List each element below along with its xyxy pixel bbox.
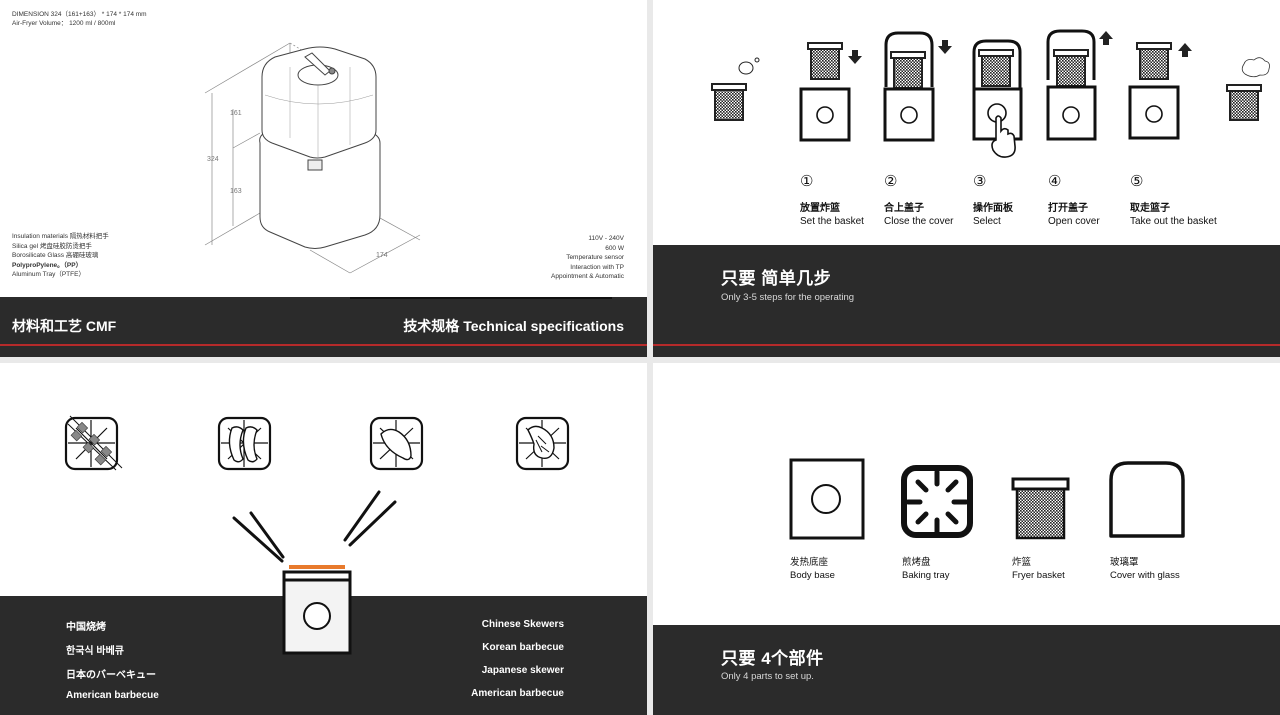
chicken-icon: [738, 57, 760, 75]
bbq-label-en-2: Korean barbecue: [482, 642, 564, 653]
parts-title: 只要 4个部件: [721, 649, 824, 668]
material-item: Borosilicate Glass 高硼硅玻璃: [12, 252, 99, 259]
volume-text: Air-Fryer Volume： 1200 ml / 800ml: [12, 20, 116, 27]
center-fryer-icon: [282, 565, 352, 655]
panel-cmf-specs: DIMENSION 324（161+163） * 174 * 174 mm Ai…: [0, 0, 647, 357]
svg-text:163: 163: [230, 188, 242, 195]
bbq-label-us: American barbecue: [66, 690, 159, 701]
spec-item: Appointment & Automatic: [551, 273, 624, 280]
steps-band: 只要 简单几步 Only 3-5 steps for the operating: [653, 245, 1280, 357]
chinese-skewers-icon: [64, 415, 123, 471]
basket-icon: [1226, 84, 1262, 121]
bbq-label-en-4: American barbecue: [471, 688, 564, 699]
spec-item: Temperature sensor: [566, 254, 624, 261]
step4-illustration: [1046, 29, 1113, 141]
svg-text:174: 174: [376, 252, 388, 259]
pointer-hand-icon: [991, 115, 1016, 158]
bbq-label-jp: 日本のバーベキュー: [66, 670, 156, 681]
bbq-illustration: [64, 415, 570, 563]
fryer-basket-icon: [1011, 477, 1070, 540]
parts-illustration: [789, 458, 1185, 540]
parts-subtitle: Only 4 parts to set up.: [721, 671, 814, 682]
material-item: Aluminum Tray（PTFE）: [12, 271, 85, 278]
bbq-label-cn: 中国烧烤: [66, 622, 106, 633]
steam-icon: [1241, 57, 1270, 78]
svg-text:324: 324: [207, 156, 219, 163]
dimension-text: DIMENSION 324（161+163） * 174 * 174 mm: [12, 11, 147, 18]
chicken-leg-icon: [515, 416, 570, 471]
step-3: ③ 操作面板 Select: [973, 173, 1013, 228]
bbq-label-kr: 한국식 바베큐: [66, 646, 124, 657]
part-body-base: 发热底座 Body base: [790, 557, 835, 581]
step-5: ⑤ 取走篮子 Take out the basket: [1130, 173, 1217, 228]
air-fryer-drawing: 161 163 324 174: [204, 42, 421, 274]
sausage-icon: [217, 416, 272, 471]
glass-cover-icon: [1109, 461, 1185, 538]
steps-subtitle: Only 3-5 steps for the operating: [721, 292, 855, 303]
part-fryer-basket: 炸篮 Fryer basket: [1012, 557, 1065, 581]
bbq-label-en-3: Japanese skewer: [481, 665, 564, 676]
body-base-icon: [789, 458, 865, 540]
materials-list: Insulation materials 隔热材料把手 Silica gel 烤…: [12, 232, 109, 280]
divider: [350, 297, 612, 299]
svg-text:161: 161: [230, 110, 242, 117]
step1-illustration: [799, 42, 862, 142]
spec-item: Interaction with TP: [570, 263, 624, 271]
spec-item: 600 W: [605, 244, 624, 252]
parts-band: 只要 4个部件 Only 4 parts to set up.: [653, 625, 1280, 715]
spec-item: 110V - 240V: [588, 235, 624, 242]
step-2: ② 合上盖子 Close the cover: [884, 173, 954, 228]
part-baking-tray: 煎烤盘 Baking tray: [902, 557, 950, 581]
material-item: PolyproPylene。（PP）: [12, 261, 83, 269]
red-accent-line: [653, 344, 1280, 346]
cmf-heading: 材料和工艺 CMF: [12, 318, 117, 334]
panel-parts: 发热底座 Body base 煎烤盘 Baking tray 炸篮 Fryer …: [653, 363, 1280, 715]
steps-illustration: [711, 29, 1270, 158]
panel-steps: ① 放置炸篮 Set the basket ② 合上盖子 Close the c…: [653, 0, 1280, 357]
step5-illustration: [1128, 42, 1192, 140]
material-item: Insulation materials 隔热材料把手: [12, 233, 109, 240]
basket-icon: [711, 83, 747, 121]
bbq-label-en-1: Chinese Skewers: [481, 619, 564, 630]
baking-tray-icon: [901, 465, 973, 538]
step-4: ④ 打开盖子 Open cover: [1048, 173, 1100, 228]
step-1: ① 放置炸篮 Set the basket: [800, 173, 864, 228]
footer-band: 材料和工艺 CMF 技术规格 Technical specifications: [0, 297, 647, 357]
steps-title: 只要 简单几步: [721, 269, 832, 288]
specs-list: 110V - 240V 600 W Temperature sensor Int…: [551, 234, 624, 282]
specs-heading: 技术规格 Technical specifications: [403, 318, 624, 334]
sweet-potato-icon: [369, 416, 424, 471]
material-item: Silica gel 烤盘硅胶防烫把手: [12, 242, 92, 250]
part-glass-cover: 玻璃罩 Cover with glass: [1110, 557, 1180, 581]
step2-illustration: [883, 31, 952, 142]
red-accent-line: [0, 344, 647, 346]
panel-bbq: 中国烧烤 한국식 바베큐 日本のバーベキュー American barbecue…: [0, 363, 647, 715]
step3-illustration: [972, 39, 1023, 158]
